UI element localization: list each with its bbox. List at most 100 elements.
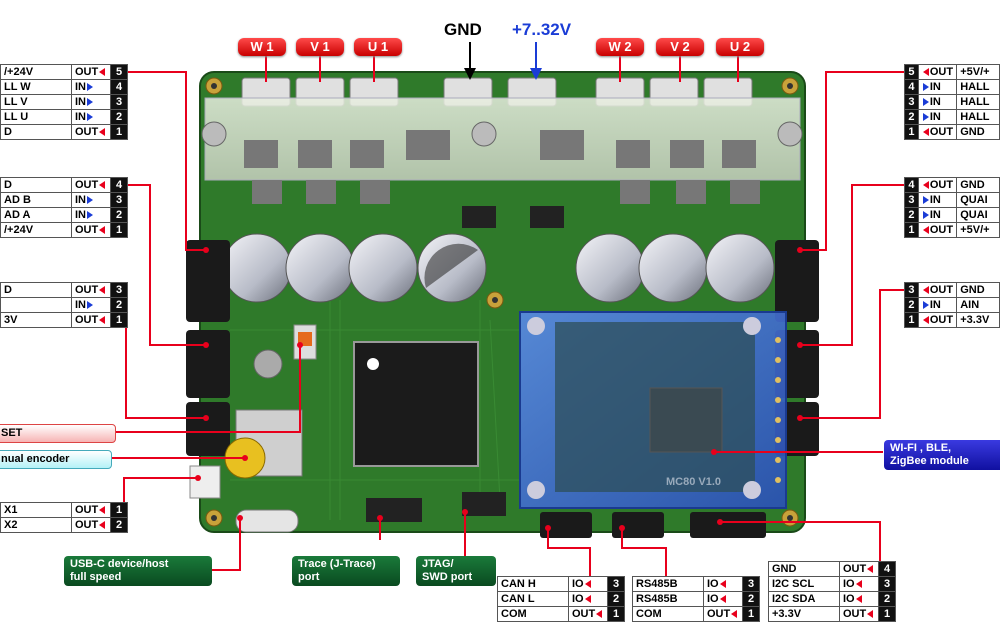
pin-number: 1 — [110, 222, 128, 238]
pin-name: LL W — [0, 79, 72, 95]
pin-type-text: IN — [75, 81, 86, 93]
pin-name: LL U — [0, 109, 72, 125]
direction-arrow-icon — [99, 68, 106, 77]
phase-v2-label: V 2 — [656, 38, 704, 56]
pin-type: OUT — [917, 312, 958, 328]
phase-w1-label: W 1 — [238, 38, 286, 56]
jtag-callout-line2: SWD port — [422, 571, 473, 583]
usb-c-port — [235, 509, 299, 533]
pin-name: COM — [632, 606, 704, 622]
pin-number: 3 — [904, 282, 919, 298]
pin-type: IN — [71, 94, 111, 110]
pin-type-text: IN — [75, 111, 86, 123]
direction-arrow-icon — [922, 83, 929, 92]
pin-type: IN — [71, 109, 111, 125]
pin-name: GND — [956, 282, 1000, 298]
pin-number: 2 — [110, 109, 128, 125]
pin-number: 2 — [878, 591, 896, 607]
pin-type-text: OUT — [929, 126, 954, 138]
direction-arrow-icon — [922, 113, 929, 122]
jtag-callout-line1: JTAG/ — [422, 558, 454, 570]
pin-type: OUT — [71, 124, 111, 140]
phase-w2-label: W 2 — [596, 38, 644, 56]
direction-arrow-icon — [87, 196, 93, 205]
pin-type: OUT — [71, 502, 111, 518]
direction-arrow-icon — [922, 211, 929, 220]
pin-name: +5V/+ — [956, 64, 1000, 80]
pin-name: /+24V — [0, 64, 72, 80]
capacitors — [222, 233, 775, 303]
pin-type-text: OUT — [75, 314, 99, 326]
pin-type-text: OUT — [75, 504, 99, 516]
pin-type-text: OUT — [75, 66, 99, 78]
pin-type-text: IO — [572, 578, 584, 590]
pin-type-text: OUT — [572, 608, 596, 620]
direction-arrow-icon — [584, 595, 591, 604]
vin-label: +7..32V — [512, 20, 572, 39]
pin-name: QUAI — [956, 207, 1000, 223]
pin-type-text: OUT — [929, 179, 954, 191]
pin-type-text: IN — [929, 81, 941, 93]
trace-callout-line2: port — [298, 571, 320, 583]
trace-callout: Trace (J-Trace) port — [292, 556, 400, 586]
wifi-callout: WI-FI , BLE, ZigBee module — [884, 440, 1000, 470]
pin-number: 3 — [110, 192, 128, 208]
direction-arrow-icon — [855, 580, 862, 589]
pin-type: OUT — [917, 177, 958, 193]
direction-arrow-icon — [99, 286, 106, 295]
direction-arrow-icon — [922, 196, 929, 205]
pin-type: IN — [71, 207, 111, 223]
pin-type-text: IN — [929, 194, 941, 206]
pin-name: D — [0, 177, 72, 193]
pin-type: IO — [568, 576, 608, 592]
pin-type: OUT — [71, 282, 111, 298]
pin-number: 1 — [110, 312, 128, 328]
pin-number: 5 — [110, 64, 128, 80]
pin-name: LL V — [0, 94, 72, 110]
pin-number: 4 — [110, 177, 128, 193]
gnd-label: GND — [444, 20, 482, 39]
pin-type: OUT — [917, 64, 958, 80]
pin-name: AD B — [0, 192, 72, 208]
pin-number: 3 — [110, 94, 128, 110]
pin-type-text: IO — [707, 578, 719, 590]
pin-name: X2 — [0, 517, 72, 533]
pin-name: +3.3V — [956, 312, 1000, 328]
pin-number: 3 — [904, 94, 919, 110]
pin-type-text: IN — [75, 194, 86, 206]
pin-type-text: IO — [843, 593, 855, 605]
pin-name: D — [0, 124, 72, 140]
pin-number: 2 — [742, 591, 760, 607]
pin-number: 3 — [742, 576, 760, 592]
pin-number: 3 — [878, 576, 896, 592]
pin-type: OUT — [71, 64, 111, 80]
pin-name: HALL — [956, 109, 1000, 125]
pin-type: OUT — [703, 606, 743, 622]
pin-type-text: OUT — [929, 314, 954, 326]
pin-type: IN — [917, 109, 958, 125]
pin-type-text: IN — [75, 299, 86, 311]
pin-type: OUT — [568, 606, 608, 622]
pin-type-text: OUT — [929, 224, 954, 236]
pin-name: CAN L — [497, 591, 569, 607]
pin-number: 3 — [607, 576, 625, 592]
pcb-traces — [230, 300, 520, 520]
